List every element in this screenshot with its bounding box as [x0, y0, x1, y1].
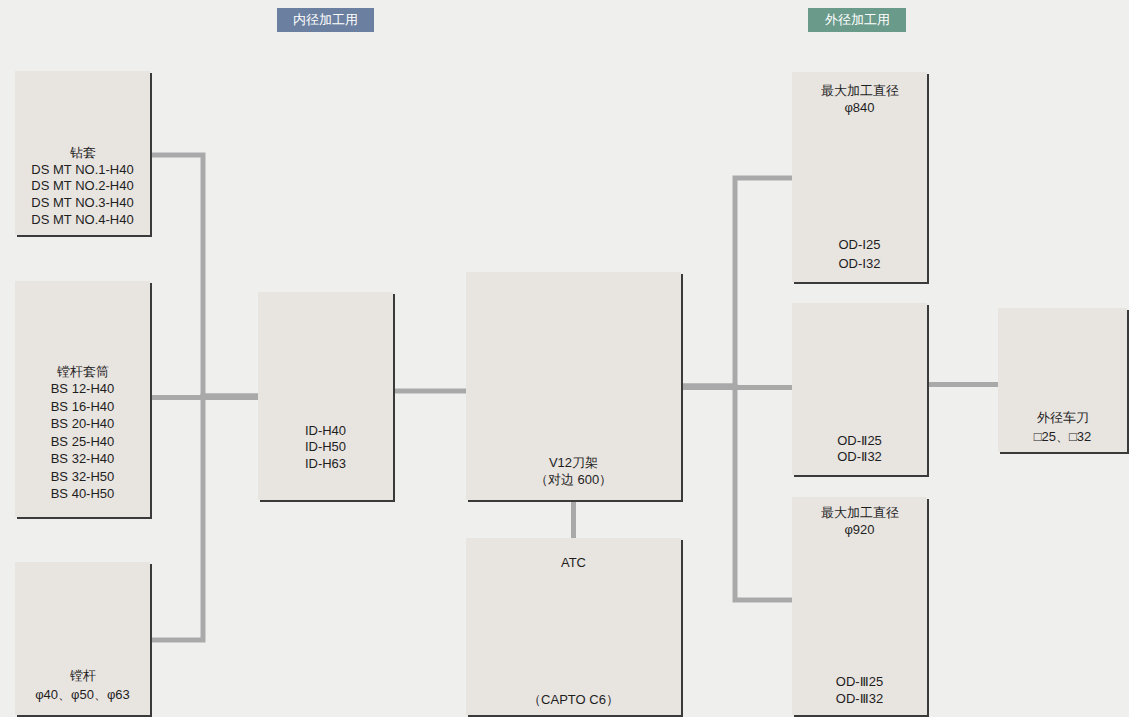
component-box: 钻套DS MT NO.1-H40DS MT NO.2-H40DS MT NO.3…: [15, 71, 150, 235]
node-text: BS 25-H40: [51, 434, 115, 450]
node-text: OD-Ⅱ32: [837, 449, 882, 465]
node-text: BS 40-H50: [51, 486, 115, 502]
node-text: BS 12-H40: [51, 381, 115, 397]
component-box: ID-H40ID-H50ID-H63: [258, 292, 393, 500]
node-text: OD-Ⅰ32: [838, 256, 880, 272]
node-text: 最大加工直径: [821, 505, 899, 521]
connector-line: [393, 389, 466, 394]
node-text: φ40、φ50、φ63: [35, 687, 130, 703]
node-text: ID-H50: [305, 439, 346, 455]
component-box: 镗杆 φ40、φ50、φ63: [15, 562, 150, 715]
node-text: 外径加工用: [825, 12, 890, 28]
node-text: OD-Ⅲ32: [836, 691, 883, 707]
node-text: 镗杆套筒: [57, 364, 109, 380]
component-box: OD-Ⅱ25OD-Ⅱ32: [792, 303, 927, 475]
connector-line: [571, 500, 576, 538]
connector-line: [681, 178, 792, 386]
node-text: DS MT NO.1-H40: [31, 162, 133, 178]
connector-line: [927, 382, 998, 387]
node-text: ATC: [561, 555, 586, 571]
node-text: ID-H40: [305, 423, 346, 439]
connector-line: [150, 396, 258, 640]
node-text: 内径加工用: [293, 12, 358, 28]
component-box: 最大加工直径φ920OD-Ⅲ25OD-Ⅲ32: [792, 497, 927, 715]
node-text: BS 32-H50: [51, 469, 115, 485]
node-text: DS MT NO.2-H40: [31, 178, 133, 194]
node-text: DS MT NO.4-H40: [31, 212, 133, 228]
component-box: 镗杆套筒BS 12-H40 BS 16-H40BS 20-H40 BS 25-H40…: [15, 281, 150, 517]
node-text: OD-Ⅲ25: [836, 674, 883, 690]
component-box: 外径车刀 □25、□32: [998, 308, 1127, 452]
node-text: 最大加工直径: [821, 83, 899, 99]
node-text: BS 32-H40: [51, 451, 115, 467]
node-text: 外径车刀: [1037, 410, 1089, 426]
section-tab: 内径加工用: [277, 8, 374, 32]
component-box: ATC （CAPTO C6）: [466, 538, 681, 715]
node-text: φ920: [844, 522, 874, 538]
node-text: OD-Ⅱ25: [837, 433, 882, 449]
node-text: DS MT NO.3-H40: [31, 195, 133, 211]
node-text: 钻套: [70, 145, 96, 161]
component-box: 最大加工直径φ840OD-Ⅰ25OD-Ⅰ32: [792, 72, 927, 282]
node-text: （对边 600）: [535, 472, 612, 488]
node-text: OD-Ⅰ25: [838, 237, 880, 253]
section-tab: 外径加工用: [808, 8, 906, 32]
node-text: 镗杆: [70, 668, 96, 684]
connector-line: [150, 155, 258, 396]
node-text: BS 16-H40: [51, 399, 115, 415]
node-text: φ840: [844, 100, 874, 116]
node-text: □25、□32: [1034, 429, 1092, 445]
node-text: ID-H63: [305, 456, 346, 472]
node-text: （CAPTO C6）: [528, 692, 619, 708]
node-text: BS 20-H40: [51, 416, 115, 432]
node-text: V12刀架: [549, 455, 598, 471]
component-box: V12刀架（对边 600）: [466, 272, 681, 500]
connector-line: [681, 386, 792, 600]
